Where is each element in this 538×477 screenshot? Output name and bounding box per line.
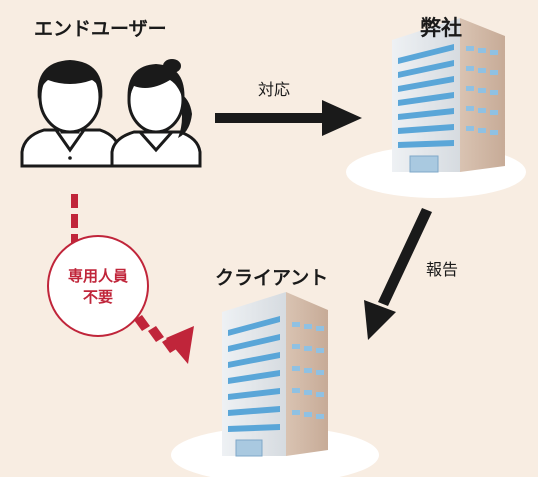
no-dedicated-staff-badge bbox=[47, 235, 149, 337]
badge-text-line2: 不要 bbox=[82, 288, 113, 306]
report-label: 報告 bbox=[426, 260, 459, 279]
end-user-label: エンドユーザー bbox=[34, 18, 167, 40]
client-building-icon bbox=[171, 292, 379, 477]
respond-arrow bbox=[215, 100, 362, 136]
company-label: 弊社 bbox=[420, 16, 462, 40]
badge-text-line1: 専用人員 bbox=[67, 267, 128, 285]
respond-label: 対応 bbox=[258, 80, 291, 99]
client-label: クライアント bbox=[215, 267, 329, 289]
female-user-icon bbox=[110, 59, 202, 168]
report-arrow bbox=[364, 208, 432, 340]
company-building-icon bbox=[346, 18, 526, 198]
male-user-icon bbox=[20, 60, 122, 168]
no-dedicated-staff-arrow bbox=[71, 194, 194, 364]
